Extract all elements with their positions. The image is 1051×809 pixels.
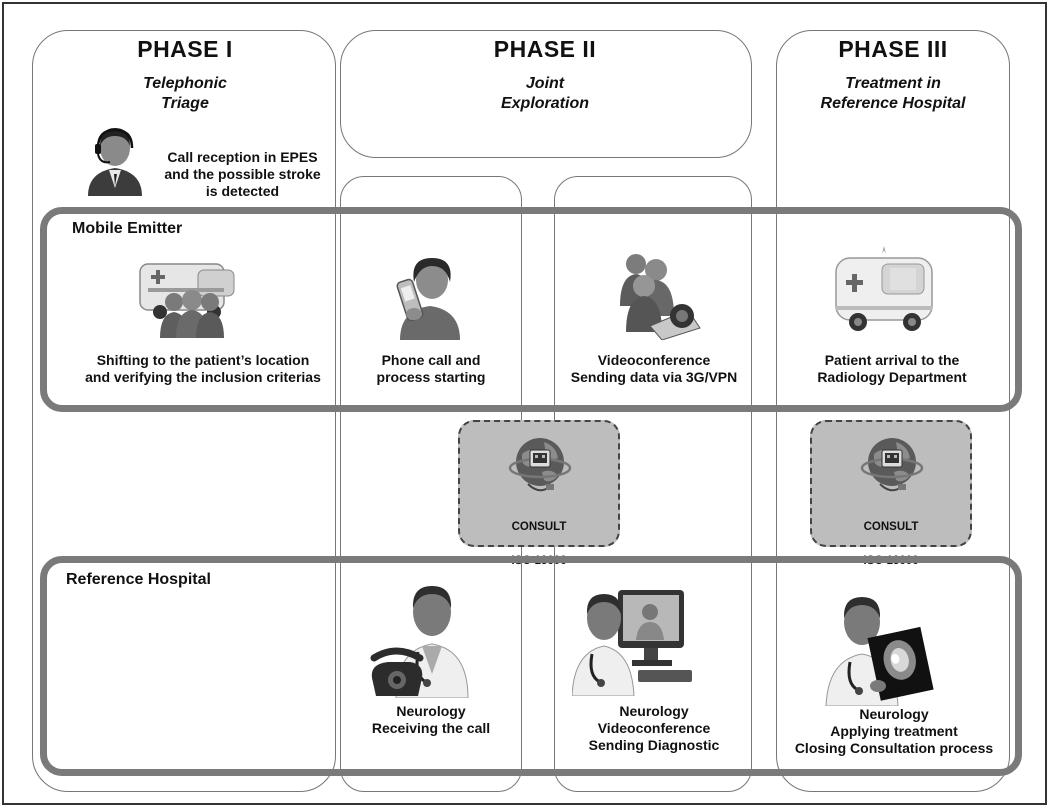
globe-network-icon <box>860 432 924 498</box>
reference-hospital-band <box>40 556 1022 776</box>
me-step-2-text: Phone call and process starting <box>376 352 486 385</box>
medics-with-camera-icon <box>610 246 706 340</box>
phase-1-subtitle: Telephonic Triage <box>143 75 227 112</box>
phase-3-subtitle: Treatment in Reference Hospital <box>820 75 966 112</box>
rh-step-2-text: Neurology Videoconference Sending Diagno… <box>588 703 720 753</box>
call-reception-text: Call reception in EPES and the possible … <box>164 149 321 199</box>
phase-2-subtitle: Joint Exploration <box>500 75 589 112</box>
doctor-computer-icon <box>572 584 692 696</box>
rh-step-3-text: Neurology Applying treatment Closing Con… <box>794 706 994 756</box>
phone-caller-icon <box>392 252 468 340</box>
mobile-emitter-band <box>40 207 1022 412</box>
operator-icon <box>84 124 146 196</box>
consult-1-name: CONSULT <box>511 521 567 533</box>
me-step-1-text: Shifting to the patient’s location and v… <box>85 352 321 385</box>
globe-network-icon <box>508 432 572 498</box>
phase-2-header-box <box>340 30 752 158</box>
ambulance-with-medics-icon <box>138 258 242 338</box>
me-step-3-text: Videoconference Sending data via 3G/VPN <box>570 352 738 385</box>
phase-1-title: PHASE I <box>137 36 233 62</box>
consult-2-name: CONSULT <box>863 521 919 533</box>
phase-3-title: PHASE III <box>838 36 948 62</box>
ambulance-icon <box>832 244 936 338</box>
doctor-telephone-icon <box>366 578 476 698</box>
doctor-xray-icon <box>822 588 934 706</box>
reference-hospital-label: Reference Hospital <box>66 571 211 588</box>
rh-step-1-text: Neurology Receiving the call <box>371 703 491 736</box>
phase-2-title: PHASE II <box>493 36 597 62</box>
me-step-4-text: Patient arrival to the Radiology Departm… <box>817 352 967 385</box>
mobile-emitter-label: Mobile Emitter <box>72 220 183 237</box>
